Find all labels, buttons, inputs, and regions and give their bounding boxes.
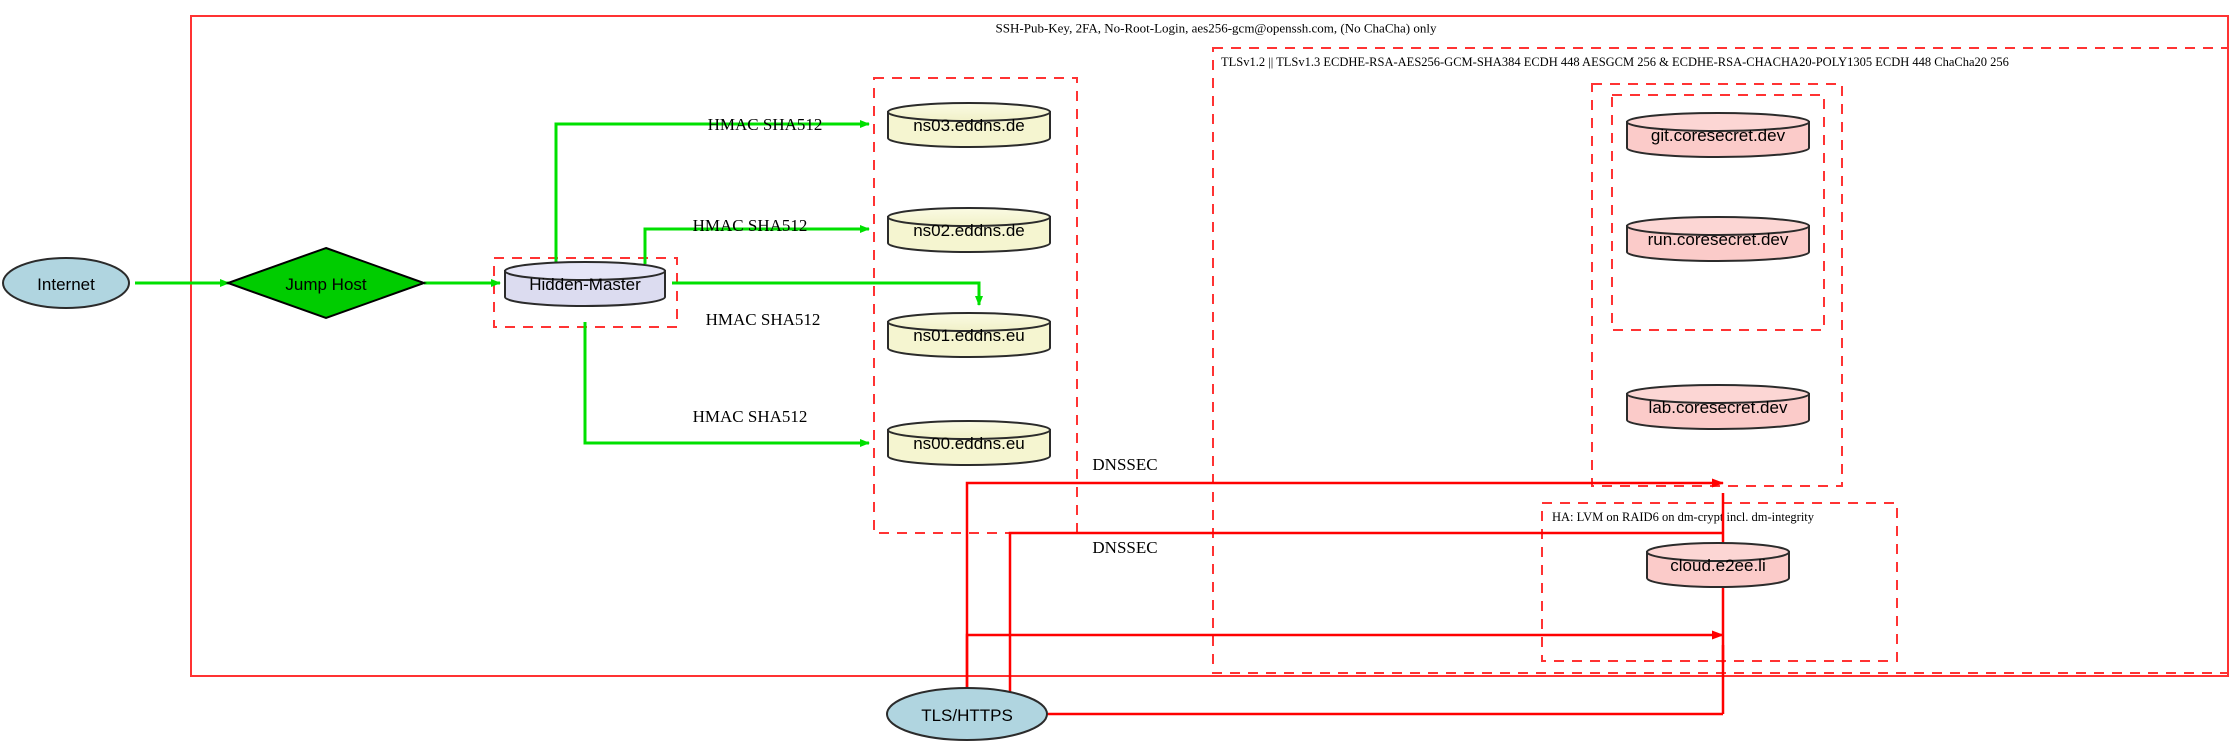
node-run-coresecret[interactable]: run.coresecret.dev bbox=[1626, 216, 1810, 262]
node-tls-https[interactable]: TLS/HTTPS bbox=[886, 687, 1048, 741]
node-lab-top bbox=[1626, 384, 1810, 404]
edge-label-dnssec-2: DNSSEC bbox=[1092, 538, 1157, 557]
node-ns00[interactable]: ns00.eddns.eu bbox=[887, 420, 1051, 466]
node-ns03-top bbox=[887, 102, 1051, 122]
node-jump-host-label: Jump Host bbox=[285, 275, 367, 294]
node-tls-https-label: TLS/HTTPS bbox=[921, 706, 1013, 725]
edge-hiddenmaster-to-ns03 bbox=[554, 120, 870, 264]
node-tls-https-shape bbox=[886, 687, 1048, 741]
node-ns00-label: ns00.eddns.eu bbox=[913, 434, 1025, 453]
cluster-tls-label: TLSv1.2 || TLSv1.3 ECDHE-RSA-AES256-GCM-… bbox=[1221, 55, 2009, 69]
node-hidden-master-top bbox=[504, 261, 666, 281]
node-git-label: git.coresecret.dev bbox=[1651, 126, 1786, 145]
edge-label-hmac-ns00: HMAC SHA512 bbox=[693, 407, 808, 426]
node-jump-host-shape bbox=[225, 246, 427, 320]
cluster-dns-boundary bbox=[873, 77, 1078, 534]
node-jump-host[interactable]: Jump Host bbox=[225, 246, 427, 320]
node-ns02-top bbox=[887, 207, 1051, 227]
node-internet-label: Internet bbox=[37, 275, 95, 294]
node-internet[interactable]: Internet bbox=[2, 257, 130, 309]
edge-hiddenmaster-to-ns01 bbox=[672, 281, 983, 306]
node-run-top bbox=[1626, 216, 1810, 236]
cluster-tls-boundary bbox=[1212, 47, 2229, 674]
node-hidden-master-label: Hidden-Master bbox=[529, 275, 641, 294]
edge-label-hmac-ns03: HMAC SHA512 bbox=[708, 115, 823, 134]
node-run-label: run.coresecret.dev bbox=[1648, 230, 1789, 249]
edge-hiddenmaster-to-ns00 bbox=[583, 322, 870, 447]
edge-hiddenmaster-to-ns02 bbox=[643, 225, 870, 264]
node-cloud-e2ee[interactable]: cloud.e2ee.li bbox=[1646, 542, 1790, 588]
node-hidden-master[interactable]: Hidden-Master bbox=[504, 261, 666, 307]
edge-label-dnssec-1: DNSSEC bbox=[1092, 455, 1157, 474]
node-ns03-label: ns03.eddns.de bbox=[913, 116, 1025, 135]
cluster-coresecret-inner bbox=[1611, 94, 1825, 331]
node-lab-label: lab.coresecret.dev bbox=[1649, 398, 1788, 417]
node-ns03[interactable]: ns03.eddns.de bbox=[887, 102, 1051, 148]
edge-label-hmac-ns02: HMAC SHA512 bbox=[693, 216, 808, 235]
edge-dnssec-to-ha bbox=[965, 630, 1724, 700]
node-cloud-top bbox=[1646, 542, 1790, 562]
cluster-ssh-boundary bbox=[190, 15, 2229, 677]
node-git-top bbox=[1626, 112, 1810, 132]
node-ns01-top bbox=[887, 312, 1051, 332]
node-ns00-top bbox=[887, 420, 1051, 440]
node-lab-coresecret[interactable]: lab.coresecret.dev bbox=[1626, 384, 1810, 430]
node-internet-shape bbox=[2, 257, 130, 309]
edge-dnssec-lower-route bbox=[1008, 531, 1723, 713]
edge-dnssec-to-coresecret bbox=[965, 478, 1724, 700]
node-ns02-label: ns02.eddns.de bbox=[913, 221, 1025, 240]
edge-label-hmac-ns01: HMAC SHA512 bbox=[706, 310, 821, 329]
node-ns01[interactable]: ns01.eddns.eu bbox=[887, 312, 1051, 358]
node-cloud-label: cloud.e2ee.li bbox=[1670, 556, 1765, 575]
cluster-ssh-label: SSH-Pub-Key, 2FA, No-Root-Login, aes256-… bbox=[996, 21, 1437, 36]
node-ns02[interactable]: ns02.eddns.de bbox=[887, 207, 1051, 253]
node-git-coresecret[interactable]: git.coresecret.dev bbox=[1626, 112, 1810, 158]
cluster-ha-boundary bbox=[1541, 502, 1898, 662]
cluster-ha-label: HA: LVM on RAID6 on dm-crypt incl. dm-in… bbox=[1552, 510, 1815, 524]
node-ns01-label: ns01.eddns.eu bbox=[913, 326, 1025, 345]
